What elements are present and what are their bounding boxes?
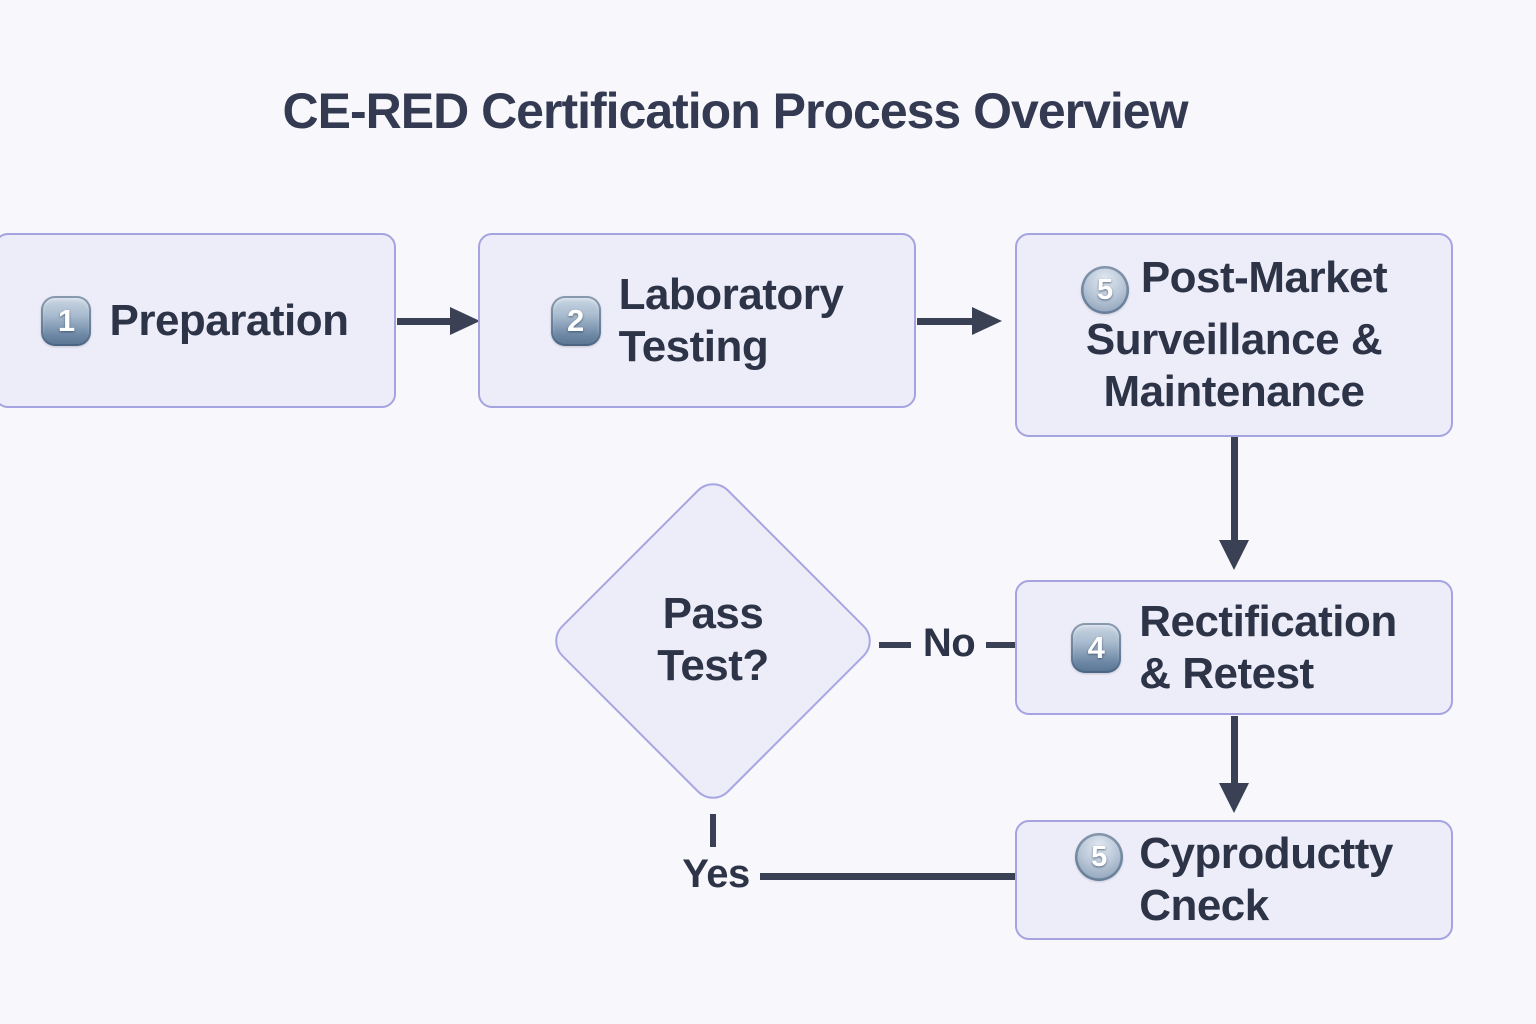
arrow-rectification-to-check-line — [1231, 716, 1238, 786]
arrow-lab-to-postmarket-line — [917, 318, 975, 325]
edge-no-line-left — [879, 642, 911, 648]
keycap-1-icon: 1 — [41, 295, 92, 346]
arrow-postmarket-to-rectification-line — [1231, 437, 1238, 543]
node-rectification-content: 4 Rectification & Retest — [1071, 596, 1397, 700]
decision-pass-test-label: Pass Test? — [657, 589, 769, 690]
keycap-2-icon: 2 — [550, 295, 601, 346]
circled-5-icon: 5 — [1080, 266, 1129, 315]
node-rectification-label: Rectification & Retest — [1139, 596, 1397, 698]
diagram-title: CE-RED Certification Process Overview — [282, 83, 1189, 139]
arrow-prep-to-lab-line — [397, 318, 453, 325]
edge-yes-label: Yes — [682, 852, 750, 896]
circled-5-icon: 5 — [1075, 833, 1124, 882]
node-preparation-label: Preparation — [109, 295, 349, 345]
node-preparation-content: 1 Preparation — [41, 295, 349, 347]
edge-no-label: No — [922, 621, 976, 665]
arrow-lab-to-postmarket-head-icon — [972, 307, 1002, 335]
arrow-prep-to-lab-head-icon — [450, 307, 480, 335]
edge-yes-stub-line — [710, 814, 716, 847]
node-laboratory-testing-label: Laboratory Testing — [618, 269, 844, 371]
node-product-check-label: Cyproductty Cneck — [1139, 829, 1393, 930]
node-rectification-retest: 4 Rectification & Retest — [1015, 580, 1453, 715]
edge-yes-line — [760, 873, 1016, 880]
node-product-check-content: 5 Cyproductty Cneck — [1075, 828, 1393, 932]
node-product-check: 5 Cyproductty Cneck — [1015, 820, 1453, 940]
keycap-4-icon: 4 — [1071, 622, 1122, 673]
node-laboratory-testing: 2 Laboratory Testing — [478, 233, 916, 408]
arrow-postmarket-to-rectification-head-icon — [1219, 540, 1249, 570]
node-preparation: 1 Preparation — [0, 233, 396, 408]
arrow-rectification-to-check-head-icon — [1219, 783, 1249, 813]
edge-no-line-right — [986, 642, 1016, 648]
node-laboratory-testing-content: 2 Laboratory Testing — [550, 269, 844, 373]
